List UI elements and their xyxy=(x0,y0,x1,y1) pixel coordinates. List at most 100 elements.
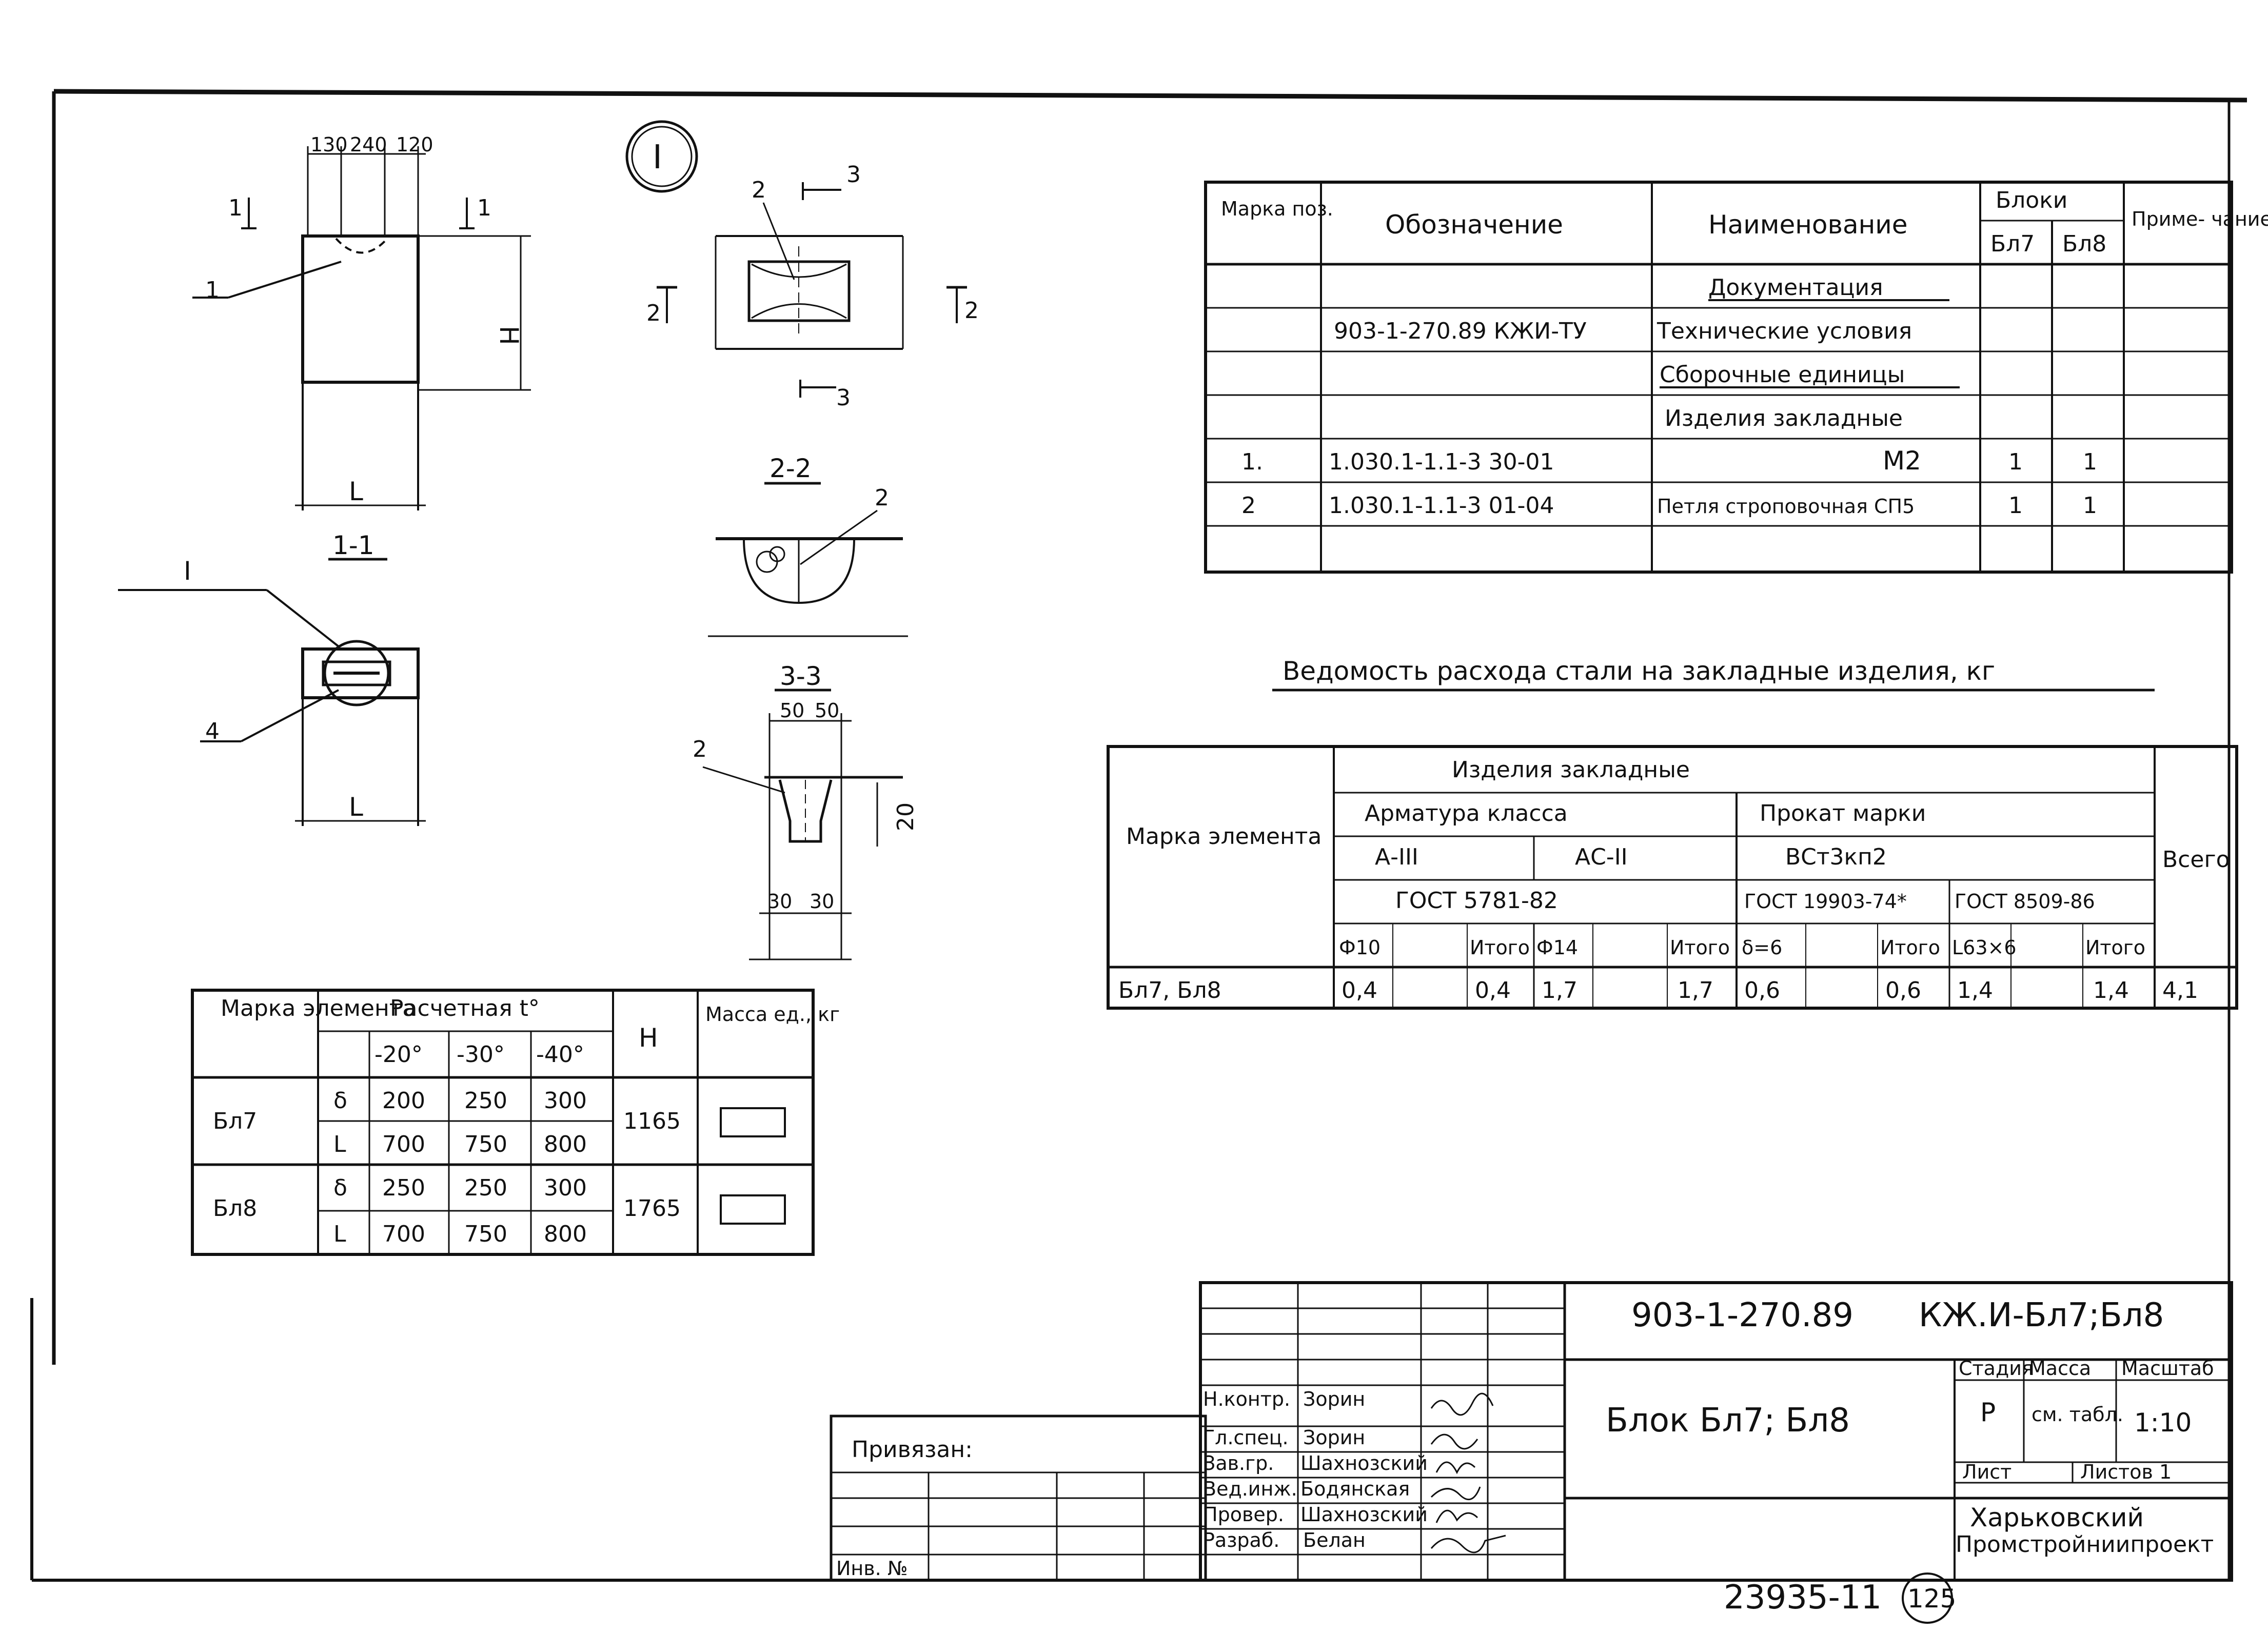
dim-top-50-left: 50 xyxy=(780,699,804,722)
calc-g1-H: 1765 xyxy=(623,1195,681,1222)
calc-g0-mass-box xyxy=(720,1107,786,1137)
spec-header-bl7: Бл7 xyxy=(1990,231,2035,257)
dim-side-20: 20 xyxy=(893,802,919,831)
steel-header-ac2: АС-II xyxy=(1575,844,1628,870)
footer-number: 23935-11 xyxy=(1724,1579,1882,1617)
title-block: 903-1-270.89 КЖ.И-Бл7;Бл8 Блок Бл7; Бл8 … xyxy=(1199,1281,2233,1582)
calc-header-mark: Марка элемента xyxy=(221,995,416,1021)
steel-val-11: 1,4 xyxy=(2093,977,2129,1004)
role-1: Гл.спец. xyxy=(1203,1426,1289,1449)
steel-sub-8: Итого xyxy=(1880,936,1940,959)
section-mark-1-left: 1 xyxy=(228,195,243,221)
spec-row-1-designation: 903-1-270.89 КЖИ-ТУ xyxy=(1334,318,1587,344)
steel-header-mark: Марка элемента xyxy=(1126,823,1322,850)
inv-label: Инв. № xyxy=(836,1557,908,1580)
steel-header-rebar: Арматура класса xyxy=(1365,800,1568,827)
calc-temp-2: -40° xyxy=(536,1041,584,1068)
steel-header-rolled: Прокат марки xyxy=(1760,800,1926,827)
steel-header-total: Всего xyxy=(2162,847,2230,873)
steel-val-9: 1,4 xyxy=(1957,977,1993,1004)
spec-row-5-mark: 2 xyxy=(1241,493,1256,519)
steel-val-0: 0,4 xyxy=(1342,977,1377,1004)
steel-header-group: Изделия закладные xyxy=(1452,757,1690,783)
steel-header-gost-8509: ГОСТ 8509-86 xyxy=(1955,890,2095,913)
title-scale: 1:10 xyxy=(2134,1408,2192,1438)
title-scale-h: Масштаб xyxy=(2121,1357,2214,1380)
name-1: Зорин xyxy=(1303,1426,1365,1449)
plan-callout-2: 2 xyxy=(752,177,766,203)
binding-block: Привязан: Инв. № xyxy=(830,1414,1207,1582)
role-0: Н.контр. xyxy=(1203,1388,1290,1410)
title-org-2: Промстройниипроект xyxy=(1956,1531,2214,1558)
spec-header-bl8: Бл8 xyxy=(2062,231,2106,257)
callout-1: 1 xyxy=(205,277,220,303)
title-project: 903-1-270.89 xyxy=(1631,1296,1853,1334)
title-sheet-h: Лист xyxy=(1962,1461,2011,1483)
calc-g1-r1-v1: 750 xyxy=(464,1221,507,1247)
spec-header-mark: Марка поз. xyxy=(1221,198,1333,220)
calc-g0-r0-sym: δ xyxy=(333,1088,347,1114)
steel-sub-3: Ф14 xyxy=(1536,936,1578,959)
name-5: Белан xyxy=(1303,1529,1366,1551)
name-3: Бодянская xyxy=(1300,1478,1410,1500)
steel-val-8: 0,6 xyxy=(1885,977,1921,1004)
spec-row-1-name: Технические условия xyxy=(1656,318,1912,344)
section-2-2-title: 2-2 xyxy=(770,454,812,483)
calc-temp-0: -20° xyxy=(374,1041,423,1068)
dim-bottom-30-right: 30 xyxy=(810,890,834,913)
detail-I: I 2 3 3 2 2 2-2 2 3-3 50 50 xyxy=(625,120,979,960)
signature-2 xyxy=(1435,1461,1476,1475)
title-org-1: Харьковский xyxy=(1970,1503,2144,1532)
spec-header-blocks: Блоки xyxy=(1996,187,2067,213)
spec-table: Марка поз. Обозначение Наименование Блок… xyxy=(1204,181,2268,574)
calc-g1-r1-v2: 800 xyxy=(544,1221,587,1247)
section-2-2-callout: 2 xyxy=(875,485,889,511)
calc-g0-r0-v0: 200 xyxy=(382,1088,425,1114)
spec-row-4-mark: 1. xyxy=(1241,449,1263,475)
title-stage-h: Стадия xyxy=(1959,1357,2034,1380)
footer-page: 125 xyxy=(1907,1584,1956,1614)
steel-sub-6: δ=6 xyxy=(1742,936,1782,959)
signature-1 xyxy=(1430,1433,1478,1450)
calc-g1-mark: Бл8 xyxy=(213,1195,257,1222)
role-4: Провер. xyxy=(1203,1503,1284,1526)
dim-bottom-30-left: 30 xyxy=(767,890,792,913)
spec-row-5-name: Петля строповочная СП5 xyxy=(1657,495,1915,518)
steel-val-5: 1,7 xyxy=(1678,977,1713,1004)
steel-sub-11: Итого xyxy=(2085,936,2145,959)
footer: 23935-11 125 xyxy=(1724,1573,1956,1624)
title-code: КЖ.И-Бл7;Бл8 xyxy=(1919,1296,2164,1334)
block-elevation: 130 240 120 1 1 H L 1 xyxy=(192,133,531,510)
title-sheets-h: Листов 1 xyxy=(2080,1461,2172,1483)
calc-header-H: H xyxy=(639,1023,658,1053)
spec-header-note: Приме- чание xyxy=(2132,208,2268,230)
steel-row-mark: Бл7, Бл8 xyxy=(1118,977,1221,1004)
spec-row-4-name: М2 xyxy=(1883,446,1921,476)
calc-g1-r0-v2: 300 xyxy=(544,1175,587,1201)
steel-sub-9: L63×6 xyxy=(1952,936,2017,959)
section-1-1-title: 1-1 xyxy=(332,530,374,560)
calc-g0-r1-v2: 800 xyxy=(544,1131,587,1157)
callout-4: 4 xyxy=(205,718,220,744)
detail-circle-label: I xyxy=(653,139,662,176)
name-0: Зорин xyxy=(1303,1388,1365,1410)
name-4: Шахнозский xyxy=(1300,1503,1428,1526)
role-2: Зав.гр. xyxy=(1203,1452,1274,1475)
spec-row-2-name: Сборочные единицы xyxy=(1660,362,1905,388)
cut-3-top: 3 xyxy=(846,162,861,188)
section-3-3-title: 3-3 xyxy=(780,661,822,691)
title-sheet-name: Блок Бл7; Бл8 xyxy=(1606,1402,1850,1440)
title-stage: Р xyxy=(1980,1398,1996,1427)
steel-table-title: Ведомость расхода стали на закладные изд… xyxy=(1283,656,1995,686)
spec-row-5-bl7: 1 xyxy=(2008,493,2023,519)
calc-temp-1: -30° xyxy=(457,1041,505,1068)
cut-3-bottom: 3 xyxy=(836,385,851,411)
bound-label: Привязан: xyxy=(852,1437,973,1463)
steel-header-gost-19903: ГОСТ 19903-74* xyxy=(1744,890,1907,913)
steel-header-a3: А-III xyxy=(1375,844,1418,870)
spec-row-5-bl8: 1 xyxy=(2083,493,2097,519)
spec-row-3-name: Изделия закладные xyxy=(1665,405,1903,431)
calc-header-temp: Расчетная t° xyxy=(390,995,540,1021)
role-5: Разраб. xyxy=(1203,1529,1279,1551)
steel-total: 4,1 xyxy=(2162,977,2198,1004)
